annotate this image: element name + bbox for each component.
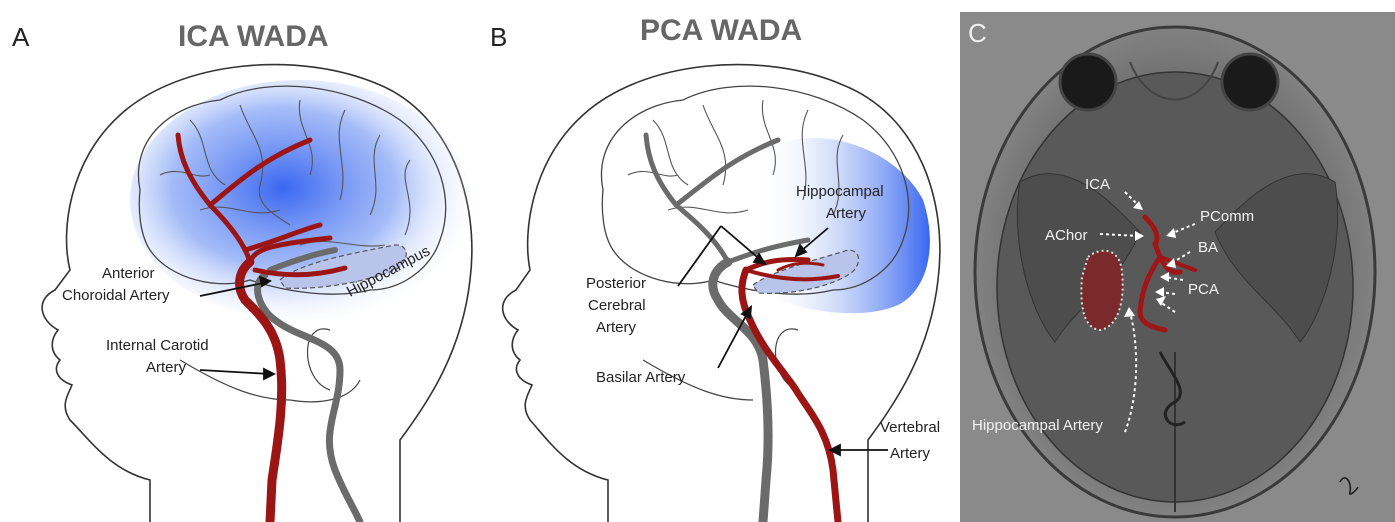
vertebral-artery-label-2: Artery [890,445,931,462]
panel-a-letter: A [12,22,30,52]
posterior-cerebral-label-1: Posterior [586,275,646,292]
internal-carotid-label-1: Internal Carotid [106,337,209,354]
jaw-contour [180,360,290,400]
achor-label: AChor [1045,227,1088,244]
panel-a-illustration: A ICA WADA [0,0,478,522]
pca-label: PCA [1188,281,1219,298]
posterior-cerebral-label-2: Cerebral [588,297,646,314]
panel-c-axial-mri: C ICA PComm AChor BA PCA Hippocampal Art… [960,12,1395,522]
panel-b-illustration: B PCA WADA [478,0,960,522]
ba-label: BA [1198,239,1218,256]
hippocampal-artery-label-2: Artery [826,205,867,222]
panel-b-letter: B [490,22,507,52]
hippocampal-artery-label: Hippocampal Artery [972,417,1103,434]
panel-a-ica-wada: A ICA WADA [0,0,478,522]
panel-b-pca-wada: B PCA WADA [478,0,960,522]
left-orbit [1060,54,1116,110]
vertebral-artery-label-1: Vertebral [880,419,940,436]
internal-carotid-label-2: Artery [146,359,187,376]
pcomm-label: PComm [1200,208,1254,225]
ica-label: ICA [1085,176,1110,193]
basilar-artery-label: Basilar Artery [596,369,686,386]
anterior-choroidal-label-1: Anterior [102,265,155,282]
panel-c-mri-image: C ICA PComm AChor BA PCA Hippocampal Art… [960,12,1395,522]
right-orbit [1222,54,1278,110]
panel-b-title: PCA WADA [640,14,802,47]
panel-a-title: ICA WADA [178,20,329,53]
hippocampal-artery-label-1: Hippocampal [796,183,884,200]
throat-contour [290,380,360,402]
anterior-choroidal-label-2: Choroidal Artery [62,287,170,304]
panel-c-letter: C [968,18,987,48]
posterior-cerebral-label-3: Artery [596,319,637,336]
hippocampus-outline [1081,251,1122,330]
